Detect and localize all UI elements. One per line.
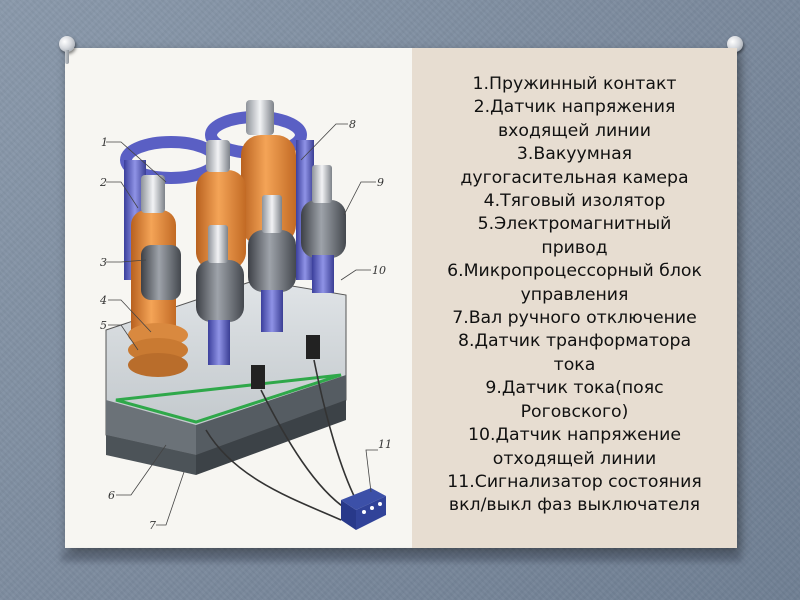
pushpin-icon [59, 36, 75, 64]
legend-line: привод [541, 237, 608, 258]
legend-line: 1.Пружинный контакт [472, 74, 677, 94]
callout-label: 2 [99, 176, 107, 189]
legend-panel: 1.Пружинный контакт 2.Датчик напряжения … [412, 48, 737, 548]
legend-line: отходящей линии [492, 448, 657, 469]
callout-label: 7 [149, 519, 156, 532]
breaker-illustration: 1 2 3 4 5 6 7 8 9 10 11 [99, 100, 392, 532]
legend-line: 10.Датчик напряжение [468, 425, 681, 446]
legend-line: 5.Электромагнитный [477, 214, 672, 235]
legend-line: 8.Датчик транформатора [457, 331, 692, 352]
callout-label: 6 [108, 489, 115, 502]
callout-label: 11 [378, 438, 392, 451]
callout-label: 10 [372, 264, 386, 277]
callout-label: 4 [99, 294, 107, 307]
legend-line: дугогасительная камера [460, 167, 689, 188]
legend-line: 9.Датчик тока(пояс [485, 378, 664, 399]
legend-line: 2.Датчик напряжения [473, 97, 676, 118]
legend-line: 6.Микропроцессорный блок [447, 261, 702, 282]
legend-line: Роговского) [520, 401, 629, 422]
legend-line: управления [520, 284, 629, 305]
legend-line: 3.Вакуумная [516, 144, 633, 165]
callout-label: 3 [100, 256, 107, 269]
callout-label: 1 [101, 136, 108, 149]
legend-line: тока [553, 354, 596, 375]
callout-label: 8 [349, 118, 356, 131]
legend-line: входящей линии [498, 120, 651, 141]
callout-label: 9 [377, 176, 384, 189]
callout-label: 5 [100, 319, 107, 332]
legend-line: вкл/выкл фаз выключателя [448, 495, 701, 516]
legend-line: 4.Тяговый изолятор [483, 191, 666, 212]
legend-line: 11.Сигнализатор состояния [447, 471, 702, 492]
legend-line: 7.Вал ручного отключение [452, 308, 697, 329]
